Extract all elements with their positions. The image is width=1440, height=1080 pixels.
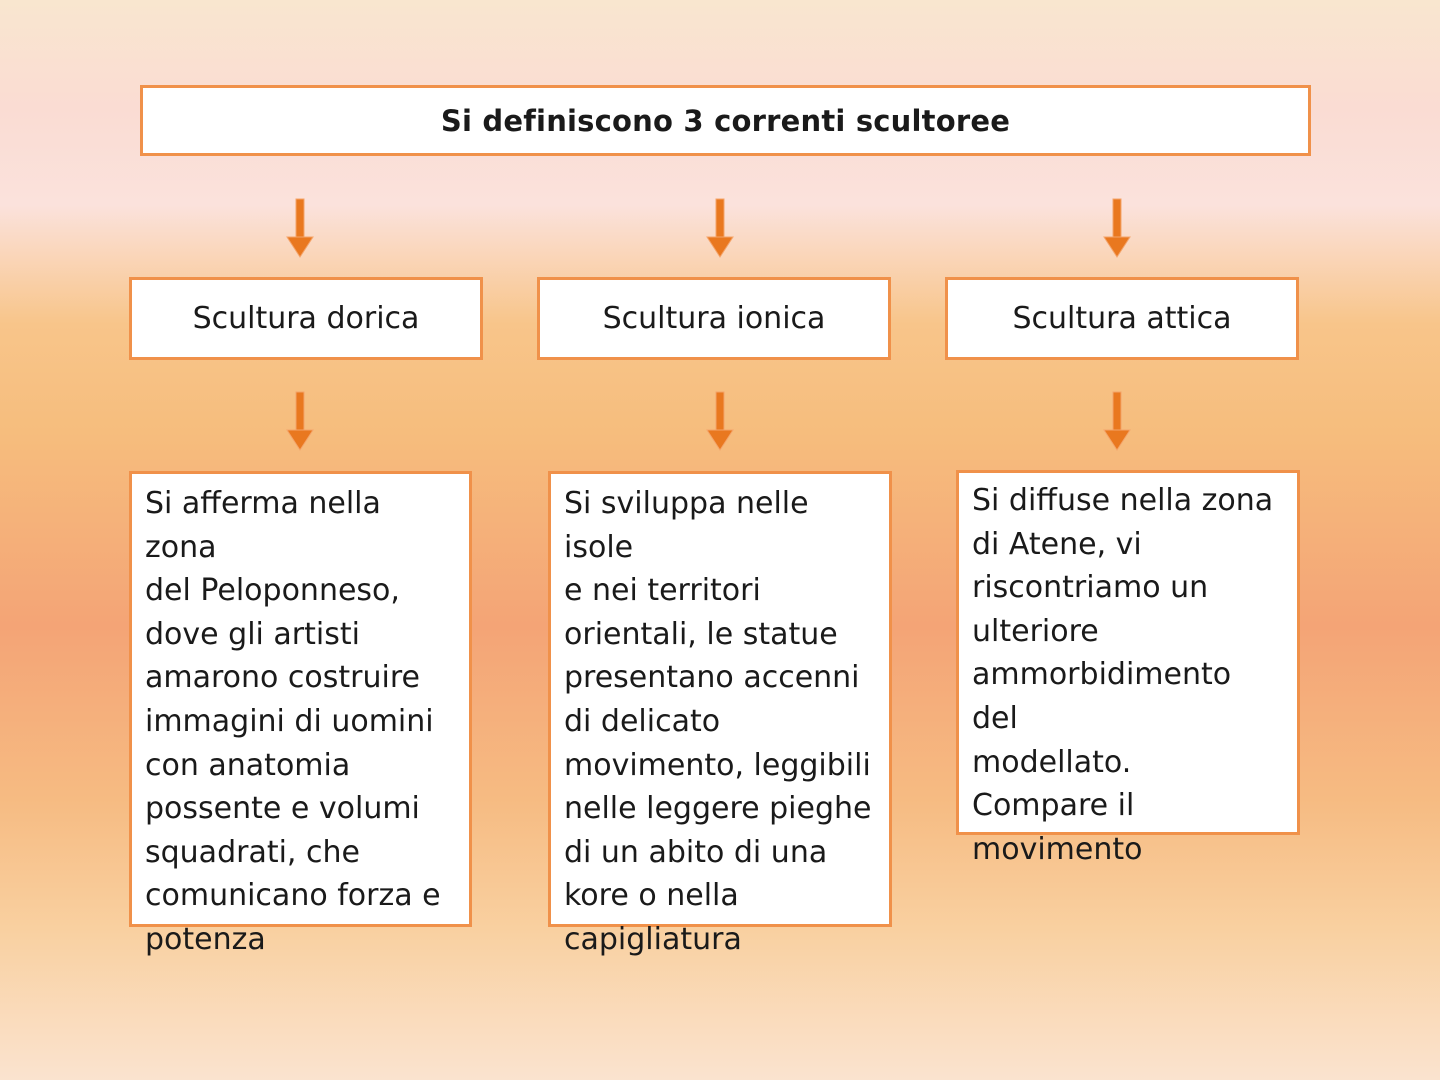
- down-arrow-icon: [706, 198, 734, 258]
- description-box-attica: Si diffuse nella zona di Atene, vi risco…: [956, 470, 1300, 867]
- description-text: Si sviluppa nelle isole e nei territori …: [564, 486, 872, 957]
- description-text: Si afferma nella zona del Peloponneso, d…: [145, 486, 441, 957]
- description-box-ionica: Si sviluppa nelle isole e nei territori …: [548, 471, 892, 957]
- category-label: Scultura attica: [1012, 301, 1232, 336]
- diagram-title: Si definiscono 3 correnti scultoree: [440, 103, 1011, 138]
- description-text: Si diffuse nella zona di Atene, vi risco…: [972, 483, 1274, 867]
- title-box: Si definiscono 3 correnti scultoree: [140, 85, 1311, 156]
- category-label: Scultura ionica: [602, 301, 826, 336]
- description-box-dorica: Si afferma nella zona del Peloponneso, d…: [129, 471, 472, 957]
- down-arrow-icon: [706, 391, 734, 451]
- category-box-attica: Scultura attica: [945, 277, 1299, 360]
- down-arrow-icon: [1103, 391, 1131, 451]
- down-arrow-icon: [1103, 198, 1131, 258]
- category-box-ionica: Scultura ionica: [537, 277, 891, 360]
- down-arrow-icon: [286, 198, 314, 258]
- category-box-dorica: Scultura dorica: [129, 277, 483, 360]
- down-arrow-icon: [286, 391, 314, 451]
- category-label: Scultura dorica: [192, 301, 420, 336]
